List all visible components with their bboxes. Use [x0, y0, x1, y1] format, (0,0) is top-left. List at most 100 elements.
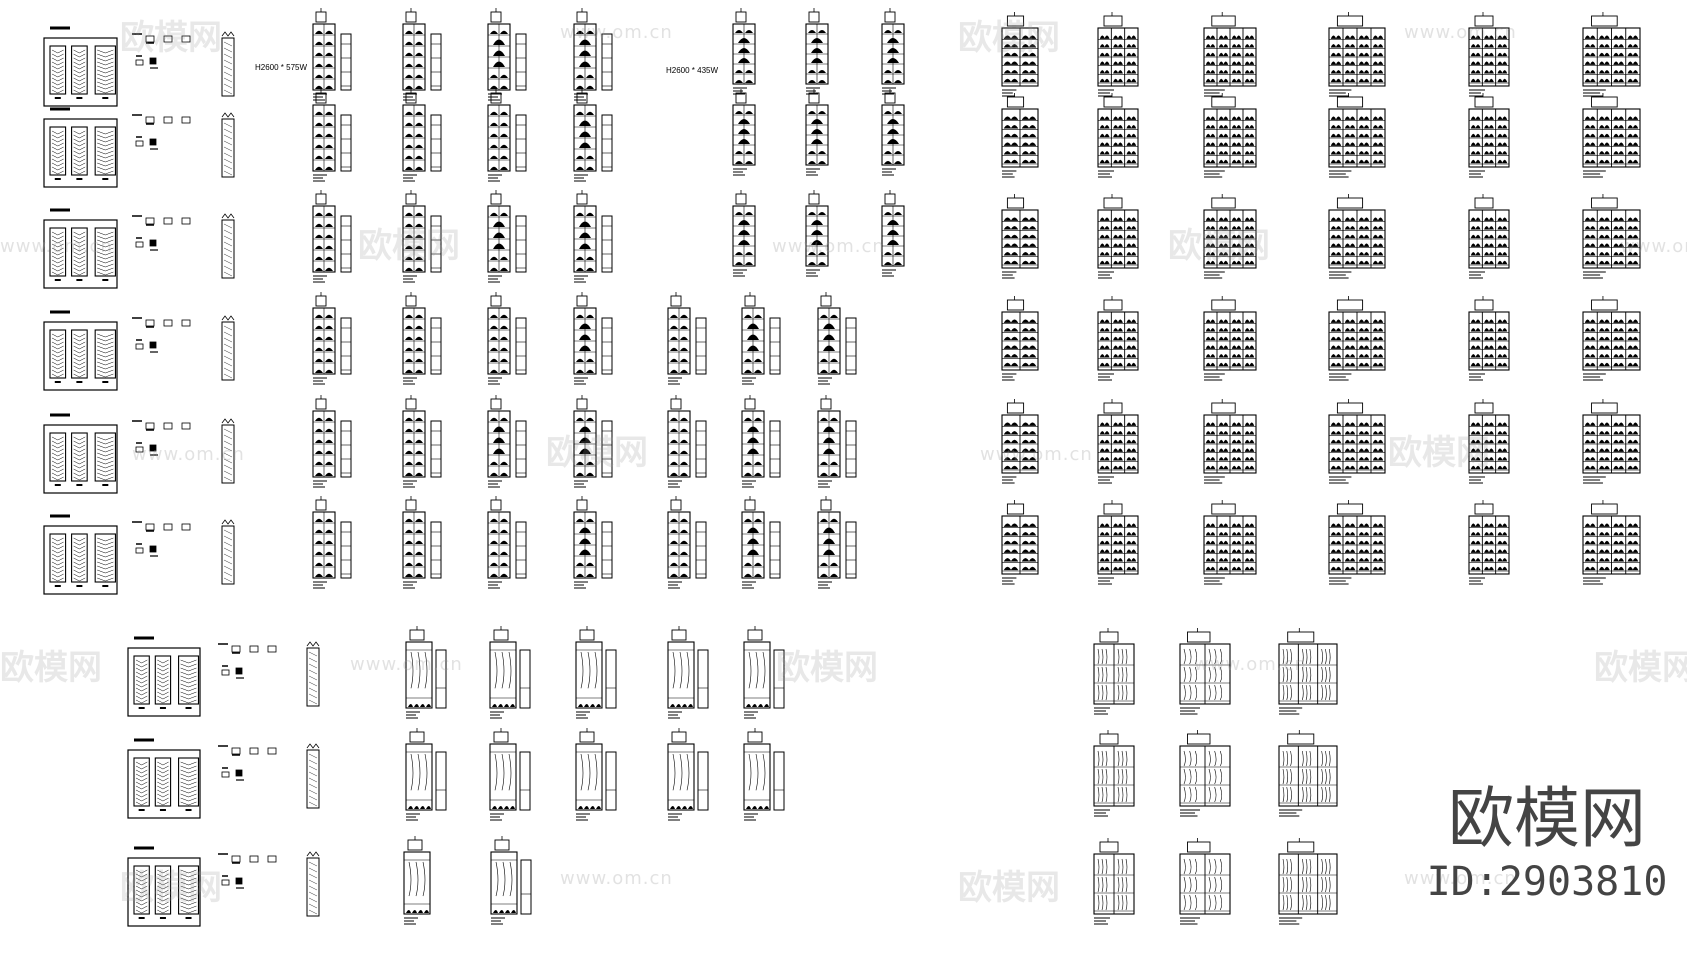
wardrobe-elevation — [1001, 296, 1039, 381]
wardrobe-elevation — [1328, 93, 1386, 178]
narrow-cabinet-elevation — [817, 496, 857, 589]
hanging-wardrobe-elevation — [405, 728, 447, 821]
wardrobe-elevation — [1203, 93, 1257, 178]
wardrobe-elevation — [1203, 296, 1257, 381]
hanging-wardrobe-elevation — [667, 728, 709, 821]
wardrobe-elevation — [1468, 296, 1510, 381]
narrow-cabinet-elevation — [312, 190, 352, 283]
wardrobe-elevation — [1468, 194, 1510, 279]
model-id-text: ID:2903810 — [1426, 859, 1668, 905]
wardrobe-elevation — [1328, 399, 1386, 484]
wardrobe-elevation — [1097, 93, 1139, 178]
legend-swatch-group — [132, 114, 191, 150]
narrow-cabinet-elevation — [312, 292, 352, 385]
wardrobe-elevation — [1582, 93, 1641, 178]
wardrobe-elevation — [1278, 628, 1338, 715]
wardrobe-elevation — [1468, 12, 1510, 97]
narrow-cabinet-elevation — [732, 190, 756, 277]
narrow-cabinet-elevation — [732, 89, 756, 176]
side-profile-elevation — [306, 641, 320, 707]
narrow-cabinet-elevation — [573, 292, 613, 385]
legend-swatch-group — [132, 420, 191, 456]
door-elevation-panel — [43, 413, 118, 494]
dimension-label-435: H2600 * 435W — [666, 66, 719, 75]
hanging-wardrobe-elevation — [743, 626, 785, 719]
narrow-cabinet-elevation — [573, 190, 613, 283]
narrow-cabinet-elevation — [402, 395, 442, 488]
wardrobe-elevation — [1203, 399, 1257, 484]
wardrobe-elevation — [1328, 500, 1386, 585]
wardrobe-elevation — [1179, 628, 1231, 715]
narrow-cabinet-elevation — [805, 89, 829, 176]
narrow-cabinet-elevation — [487, 8, 527, 101]
narrow-cabinet-elevation — [312, 496, 352, 589]
narrow-cabinet-elevation — [487, 190, 527, 283]
side-profile-elevation — [221, 519, 235, 585]
door-elevation-panel — [43, 107, 118, 188]
dimension-label-575: H2600 * 575W — [255, 63, 308, 72]
wardrobe-elevation — [1278, 838, 1338, 925]
wardrobe-elevation — [1582, 194, 1641, 279]
hanging-wardrobe-elevation — [489, 626, 531, 719]
wardrobe-elevation — [1203, 12, 1257, 97]
hanging-wardrobe-elevation — [667, 626, 709, 719]
side-profile-elevation — [221, 112, 235, 178]
wardrobe-elevation — [1097, 399, 1139, 484]
hanging-wardrobe-elevation — [575, 626, 617, 719]
narrow-cabinet-elevation — [402, 89, 442, 182]
narrow-cabinet-elevation — [667, 496, 707, 589]
legend-swatch-group — [132, 215, 191, 251]
wardrobe-elevation — [1582, 399, 1641, 484]
wardrobe-elevation — [1582, 500, 1641, 585]
hanging-wardrobe-elevation — [575, 728, 617, 821]
wardrobe-elevation — [1001, 12, 1039, 97]
side-profile-elevation — [221, 31, 235, 97]
door-elevation-panel — [127, 846, 201, 927]
wardrobe-elevation — [1093, 730, 1135, 817]
hanging-wardrobe-elevation — [743, 728, 785, 821]
narrow-cabinet-elevation — [573, 89, 613, 182]
narrow-cabinet-elevation — [573, 496, 613, 589]
narrow-cabinet-elevation — [312, 395, 352, 488]
side-profile-elevation — [221, 213, 235, 279]
narrow-cabinet-elevation — [881, 8, 905, 95]
wardrobe-elevation — [1582, 12, 1641, 97]
narrow-cabinet-elevation — [741, 292, 781, 385]
wardrobe-elevation — [1093, 838, 1135, 925]
door-elevation-panel — [43, 514, 118, 595]
narrow-cabinet-elevation — [487, 89, 527, 182]
wardrobe-elevation — [1097, 194, 1139, 279]
door-elevation-panel — [127, 636, 201, 717]
hanging-wardrobe-elevation — [490, 836, 532, 925]
narrow-cabinet-elevation — [573, 395, 613, 488]
wardrobe-elevation — [1203, 500, 1257, 585]
narrow-cabinet-elevation — [573, 8, 613, 101]
narrow-cabinet-elevation — [732, 8, 756, 95]
wardrobe-elevation — [1001, 399, 1039, 484]
narrow-cabinet-elevation — [312, 8, 352, 101]
narrow-cabinet-elevation — [402, 292, 442, 385]
narrow-cabinet-elevation — [402, 8, 442, 101]
wardrobe-elevation — [1328, 194, 1386, 279]
wardrobe-elevation — [1278, 730, 1338, 817]
narrow-cabinet-elevation — [817, 292, 857, 385]
wardrobe-elevation — [1328, 12, 1386, 97]
wardrobe-elevation — [1468, 500, 1510, 585]
narrow-cabinet-elevation — [881, 89, 905, 176]
narrow-cabinet-elevation — [817, 395, 857, 488]
legend-swatch-group — [218, 853, 277, 889]
legend-swatch-group — [218, 643, 277, 679]
side-profile-elevation — [306, 743, 320, 809]
wardrobe-elevation — [1179, 730, 1231, 817]
legend-swatch-group — [132, 33, 191, 69]
hanging-wardrobe-elevation — [405, 626, 447, 719]
brand-logo-text: 欧模网 — [1448, 780, 1646, 857]
wardrobe-elevation — [1097, 296, 1139, 381]
wardrobe-elevation — [1203, 194, 1257, 279]
narrow-cabinet-elevation — [487, 496, 527, 589]
wardrobe-elevation — [1001, 194, 1039, 279]
narrow-cabinet-elevation — [312, 89, 352, 182]
door-elevation-panel — [127, 738, 201, 819]
